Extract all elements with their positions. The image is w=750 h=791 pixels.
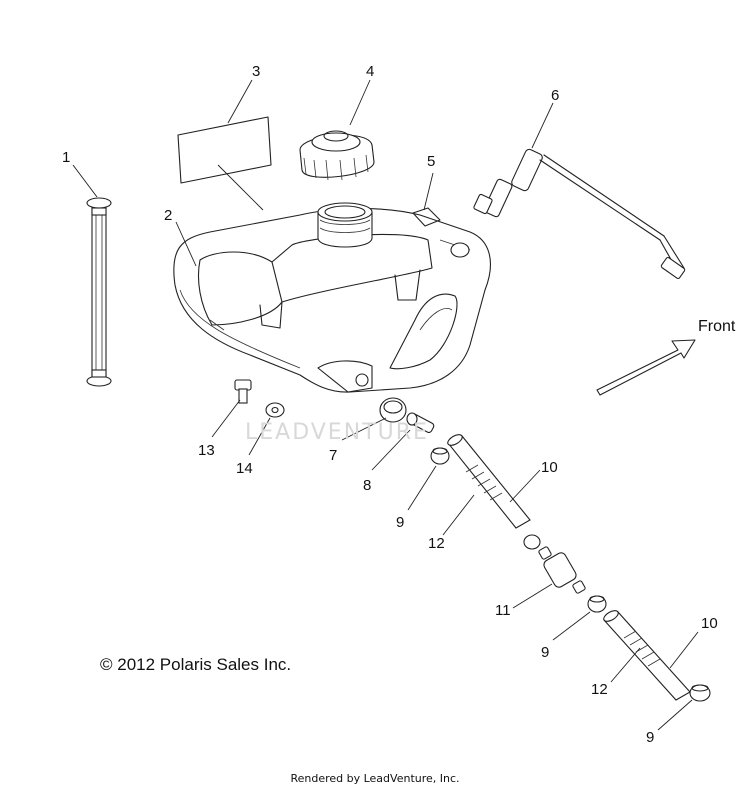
watermark-text: LEADVENTURE [245, 420, 429, 445]
callout-9-top: 9 [396, 514, 404, 531]
part-1-strap [86, 197, 112, 387]
front-label: Front [698, 318, 736, 335]
part-12-spring-guard-lower [623, 630, 661, 667]
part-9-clamp-c [689, 684, 711, 702]
part-14-washer [265, 402, 285, 418]
part-2-fuel-tank [173, 208, 491, 393]
footer-rendered-by: Rendered by LeadVenture, Inc. [290, 772, 460, 785]
tank-filler-neck [317, 202, 373, 248]
part-11-fuel-filter [538, 546, 586, 594]
callout-5: 5 [427, 153, 435, 170]
callout-11: 11 [495, 602, 511, 619]
part-7-grommet [379, 397, 407, 423]
part-10-12-fuel-line-upper [447, 434, 531, 529]
copyright-text: © 2012 Polaris Sales Inc. [100, 655, 292, 674]
part-9-clamp-b [587, 595, 607, 613]
callout-12-bottom: 12 [591, 681, 608, 698]
leader-lines [72, 79, 699, 731]
part-3-decal [177, 116, 272, 184]
part-12-spring-guard-upper [465, 464, 503, 501]
callout-7: 7 [329, 447, 337, 464]
callout-10-top: 10 [541, 459, 558, 476]
part-9-clamp-a [430, 447, 450, 465]
callout-9-bottom: 9 [646, 729, 654, 746]
callout-3: 3 [252, 63, 260, 80]
callout-9-mid: 9 [541, 644, 549, 661]
part-5-decal [412, 207, 441, 227]
part-4-fuel-cap [299, 130, 375, 181]
callout-4: 4 [366, 63, 374, 80]
callout-8: 8 [363, 477, 371, 494]
callout-2: 2 [164, 207, 172, 224]
callout-12-top: 12 [428, 535, 445, 552]
part-13-bolt [234, 379, 252, 404]
part-6-fuel-sender [473, 148, 686, 279]
callout-1: 1 [62, 149, 70, 166]
part-10-12-fuel-line-lower [603, 610, 691, 701]
callout-10-bottom: 10 [701, 615, 718, 632]
filter-clamp-top [523, 534, 541, 550]
front-arrow-icon [596, 339, 696, 396]
callout-13: 13 [198, 442, 215, 459]
callout-6: 6 [551, 87, 559, 104]
callout-14: 14 [236, 460, 253, 477]
part-8-fitting [406, 412, 435, 434]
